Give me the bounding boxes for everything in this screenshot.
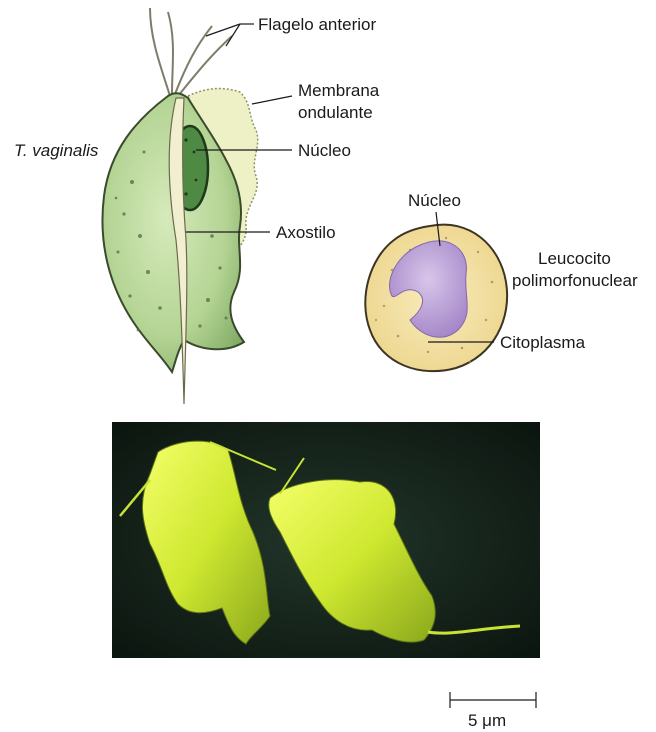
- label-species: T. vaginalis: [14, 141, 99, 160]
- label-nucleo-right: Núcleo: [408, 191, 461, 210]
- label-polimorfonuclear: polimorfonuclear: [512, 271, 638, 290]
- label-membrana: Membrana: [298, 81, 380, 100]
- scale-bar: [450, 692, 536, 708]
- trichomonas-drawing: [102, 8, 257, 404]
- flagelo-leader-b: [226, 24, 240, 46]
- label-nucleo-left: Núcleo: [298, 141, 351, 160]
- anterior-flagella: [150, 8, 232, 96]
- label-axostilo: Axostilo: [276, 223, 336, 242]
- label-scale-bar: 5 μm: [468, 711, 506, 730]
- label-ondulante: ondulante: [298, 103, 373, 122]
- leukocyte-drawing: [365, 225, 507, 372]
- membrana-leader: [252, 96, 292, 104]
- label-flagelo-anterior: Flagelo anterior: [258, 15, 376, 34]
- electron-micrograph: [112, 422, 540, 658]
- label-leucocito: Leucocito: [538, 249, 611, 268]
- label-citoplasma: Citoplasma: [500, 333, 586, 352]
